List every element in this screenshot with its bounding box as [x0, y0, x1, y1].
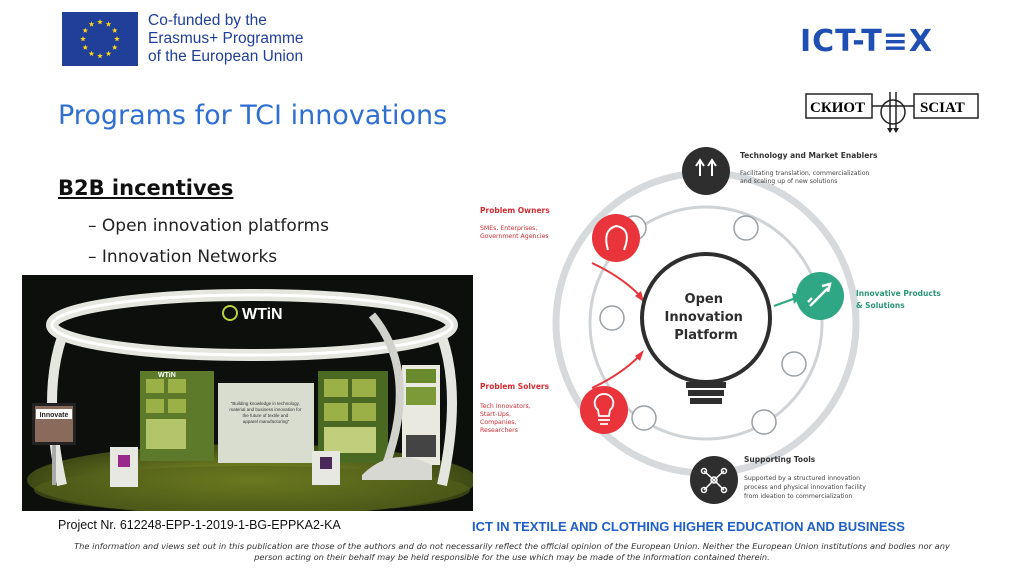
wtin-exhibition-photo: WTiN “Building knowledge in technology, …: [22, 275, 473, 511]
eu-star: [111, 27, 118, 33]
center-line-3: Platform: [674, 328, 738, 343]
section-heading: B2B incentives: [58, 176, 234, 200]
program-name: ICT IN TEXTILE AND CLOTHING HIGHER EDUCA…: [472, 519, 905, 534]
eu-star: [82, 44, 89, 50]
eu-star: [80, 36, 86, 42]
products-arrow: [773, 297, 797, 307]
screen-brand-text: WTiN: [158, 372, 176, 379]
ict-tex-logo: ICT-T≡X: [800, 24, 934, 59]
solvers-desc-1: Tech Innovators,: [479, 403, 531, 410]
tech-desc-2: and scaling up of new solutions: [740, 178, 838, 185]
open-innovation-diagram: Open Innovation Platform Technology and …: [474, 138, 986, 510]
sciat-left-text: СКИОТ: [810, 100, 865, 116]
sciat-right-text: SCIAT: [920, 100, 965, 116]
chart-icon: [733, 215, 759, 241]
eu-cofunded-text: Co-funded by the Erasmus+ Programme of t…: [148, 12, 328, 66]
eu-stars-icon: [80, 19, 120, 59]
people-icon: [631, 405, 657, 431]
products-title: Innovative Products: [856, 289, 941, 298]
shapes-icon: [781, 351, 807, 377]
head-icon: [605, 224, 628, 251]
eu-line-1: Co-funded by the: [148, 12, 267, 29]
network-icon: [700, 467, 728, 494]
eu-star: [97, 19, 103, 25]
solvers-desc-3: Companies,: [480, 419, 517, 426]
sciat-logo: СКИОТ SCIAT: [804, 90, 980, 134]
owners-desc-1: SMEs, Enterprises,: [480, 225, 537, 232]
rocket-icon: [807, 282, 832, 307]
tools-desc-1: Supported by a structured innovation: [744, 475, 860, 482]
bullet-innovation-networks: – Innovation Networks: [88, 247, 278, 267]
eu-disclaimer: The information and views set out in thi…: [74, 541, 950, 562]
tools-desc-2: process and physical innovation facility: [744, 484, 866, 491]
eu-line-2: Erasmus+ Programme: [148, 30, 304, 47]
lightbulb-icon: [593, 393, 615, 425]
solvers-title: Problem Solvers: [480, 382, 550, 391]
eu-star: [105, 21, 112, 27]
eu-star: [105, 50, 112, 57]
project-number: Project Nr. 612248-EPP-1-2019-1-BG-EPPKA…: [58, 518, 341, 532]
wtin-brand-text: WTiN: [242, 306, 283, 323]
problem-owners-node: [592, 214, 640, 262]
tech-enablers-node: [682, 147, 730, 195]
bullet-open-innovation: – Open innovation platforms: [88, 216, 329, 236]
eu-line-3: of the European Union: [148, 48, 304, 65]
tech-desc-1: Facilitating translation, commercializat…: [740, 170, 870, 177]
products-desc: & Solutions: [856, 301, 905, 310]
tools-desc-3: from ideation to commercialization: [744, 493, 852, 500]
slide-title: Programs for TCI innovations: [58, 100, 448, 131]
eu-star: [88, 21, 95, 27]
center-line-1: Open: [685, 292, 723, 307]
eu-star: [114, 36, 120, 42]
solvers-desc-4: Researchers: [480, 427, 518, 434]
problem-solvers-node: [580, 386, 628, 434]
eu-flag-logo: [62, 12, 138, 66]
screen-quote-text: “Building knowledge in technology, mater…: [229, 401, 302, 424]
center-line-2: Innovation: [665, 310, 743, 325]
eu-star: [82, 27, 89, 33]
eu-star: [111, 44, 118, 50]
gear-icon: [599, 305, 625, 331]
eu-star: [88, 50, 95, 57]
owners-desc-2: Government Agencies: [480, 233, 549, 240]
monitor-text: Innovate: [40, 412, 69, 419]
owners-title: Problem Owners: [480, 206, 550, 215]
center-label: Open Innovation Platform: [665, 292, 748, 343]
tech-title: Technology and Market Enablers: [740, 151, 878, 160]
handshake-icon: [695, 158, 717, 176]
tools-title: Supporting Tools: [744, 455, 816, 464]
hands-icon: [751, 409, 777, 435]
eu-star: [97, 53, 103, 59]
solvers-desc-2: Start-Ups,: [480, 411, 511, 418]
